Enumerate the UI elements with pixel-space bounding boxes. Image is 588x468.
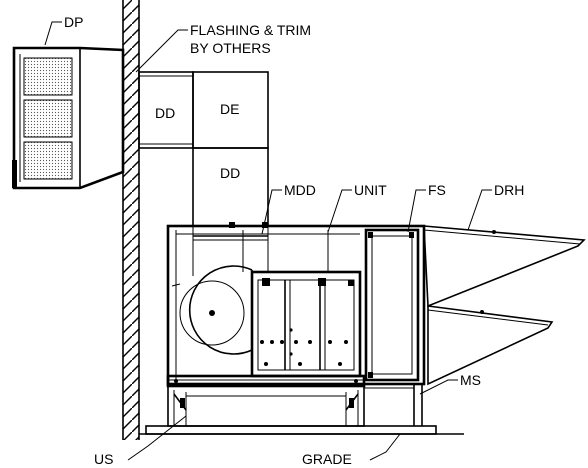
label-grade: GRADE: [302, 451, 352, 467]
ductwork: [138, 71, 269, 227]
rain-hood: [423, 225, 586, 386]
filter-section: [364, 228, 420, 382]
leader-lines: [44, 21, 492, 461]
label-drh: DRH: [494, 182, 524, 198]
louver-grille: [23, 57, 73, 180]
grade-slab: [139, 425, 464, 435]
label-dp: DP: [64, 14, 83, 30]
label-flashing-line1: FLASHING & TRIM: [190, 22, 311, 38]
heat-exchanger: [250, 270, 362, 378]
duct-plenum: [12, 46, 125, 190]
label-dd-lower: DD: [220, 165, 240, 181]
label-fs: FS: [428, 182, 446, 198]
label-unit: UNIT: [354, 182, 387, 198]
labels: DP FLASHING & TRIM BY OTHERS DD DE DD MD…: [64, 14, 524, 467]
wall: [122, 0, 140, 440]
label-dd-left: DD: [155, 105, 175, 121]
label-ms: MS: [460, 372, 481, 388]
mounting-stand: [364, 384, 423, 426]
label-flashing-line2: BY OTHERS: [190, 40, 271, 56]
label-us: US: [94, 451, 113, 467]
motorized-damper: [193, 222, 268, 241]
unit-housing: [166, 224, 426, 386]
blower-fan: [171, 265, 253, 355]
unit-support: [167, 385, 365, 427]
label-de: DE: [220, 101, 239, 117]
label-mdd: MDD: [284, 182, 316, 198]
